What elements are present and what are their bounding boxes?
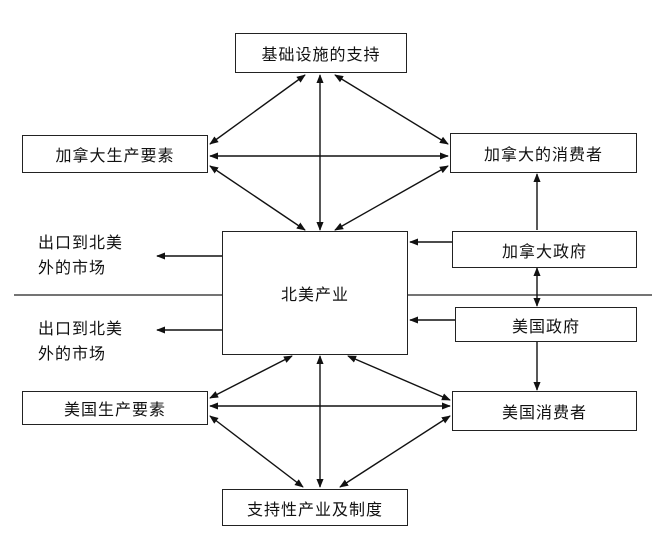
node-canada-consumers-label: 加拿大的消费者 xyxy=(483,145,603,164)
node-infrastructure-label: 基础设施的支持 xyxy=(261,45,381,64)
export-label-top-line2: 外的市场 xyxy=(38,258,107,277)
arrow-canada-factors-industry xyxy=(209,165,306,231)
export-label-bottom-line2: 外的市场 xyxy=(38,344,107,363)
node-us-consumers: 美国消费者 xyxy=(452,391,637,431)
export-label-top-line1: 出口到北美 xyxy=(38,233,124,252)
export-label-bottom: 出口到北美 外的市场 xyxy=(38,316,123,366)
arrow-us-consumers-supporting xyxy=(339,415,451,488)
arrow-industry-us-factors xyxy=(209,355,293,399)
arrow-industry-us-consumers xyxy=(347,355,451,401)
node-canada-government: 加拿大政府 xyxy=(452,231,637,268)
node-na-industry-label: 北美产业 xyxy=(280,285,349,304)
node-canada-consumers: 加拿大的消费者 xyxy=(450,133,637,173)
node-supporting-label: 支持性产业及制度 xyxy=(246,499,383,519)
node-na-industry: 北美产业 xyxy=(222,231,408,355)
node-us-government-label: 美国政府 xyxy=(511,316,580,336)
arrow-infra-canada-factors xyxy=(209,74,306,145)
node-infrastructure: 基础设施的支持 xyxy=(235,33,407,73)
node-us-consumers-label: 美国消费者 xyxy=(501,403,587,422)
node-us-factors-label: 美国生产要素 xyxy=(63,400,166,419)
export-label-top: 出口到北美 外的市场 xyxy=(38,230,123,280)
arrow-canada-consumers-industry xyxy=(334,165,449,231)
node-supporting: 支持性产业及制度 xyxy=(222,489,408,526)
node-canada-factors-label: 加拿大生产要素 xyxy=(55,146,175,165)
export-label-bottom-line1: 出口到北美 xyxy=(38,319,124,338)
node-canada-government-label: 加拿大政府 xyxy=(501,241,587,261)
arrow-infra-canada-consumers xyxy=(334,74,449,145)
node-canada-factors: 加拿大生产要素 xyxy=(22,135,208,173)
node-us-government: 美国政府 xyxy=(455,307,637,342)
arrow-us-factors-supporting xyxy=(209,415,304,488)
node-us-factors: 美国生产要素 xyxy=(22,391,208,425)
